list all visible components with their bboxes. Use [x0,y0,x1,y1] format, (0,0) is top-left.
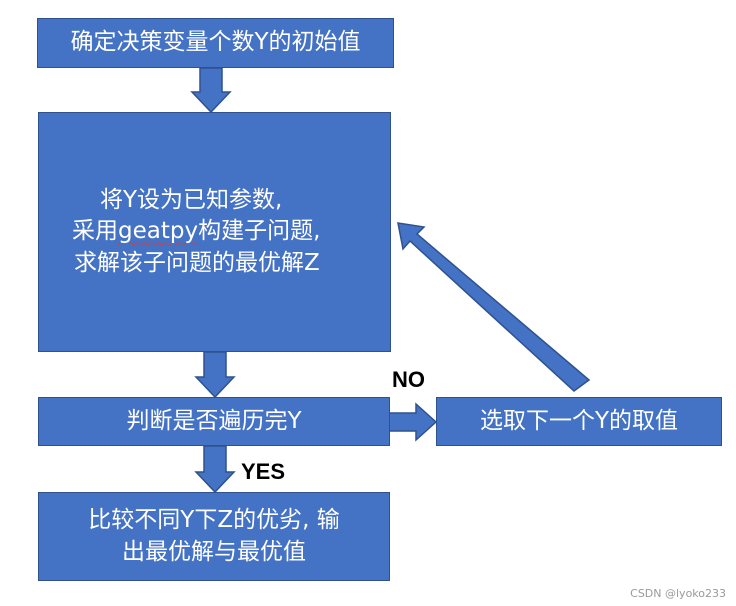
arrow-solve-to-judge [194,351,236,399]
arrow-judge-to-next-no [388,402,438,442]
step-solve-subproblem: 将Y设为已知参数, 采用geatpy构建子问题, 求解该子问题的最优解Z [38,112,391,352]
arrow-judge-to-output-yes [194,445,236,494]
step-next-text: 选取下一个Y的取值 [479,407,679,434]
step-solve-line2-suffix: 构建子问题, [198,218,321,245]
label-yes: YES [241,459,286,484]
step-solve-line3: 求解该子问题的最优解Z [74,249,320,276]
step-output-best: 比较不同Y下Z的优劣, 输 出最优解与最优值 [38,492,390,581]
step-init-y-text: 确定决策变量个数Y的初始值 [70,29,361,56]
step-solve-line2: 采用geatpy构建子问题, [62,216,320,247]
watermark: CSDN @lyoko233 [630,587,726,600]
step-output-line1: 比较不同Y下Z的优劣, 输 [88,507,340,534]
step-init-y: 确定决策变量个数Y的初始值 [37,18,394,68]
arrow-next-to-solve-loop [397,222,591,392]
step-solve-line2-prefix: 采用 [72,218,118,245]
arrow-init-to-solve [190,67,232,114]
step-solve-line2-word: geatpy [118,218,199,245]
step-judge-traversal: 判断是否遍历完Y [38,397,390,446]
step-judge-text: 判断是否遍历完Y [126,407,302,434]
step-solve-line1: 将Y设为已知参数, [100,187,283,214]
step-output-line2: 出最优解与最优值 [122,538,306,565]
label-no: NO [392,367,425,392]
step-next-y: 选取下一个Y的取值 [436,397,722,446]
